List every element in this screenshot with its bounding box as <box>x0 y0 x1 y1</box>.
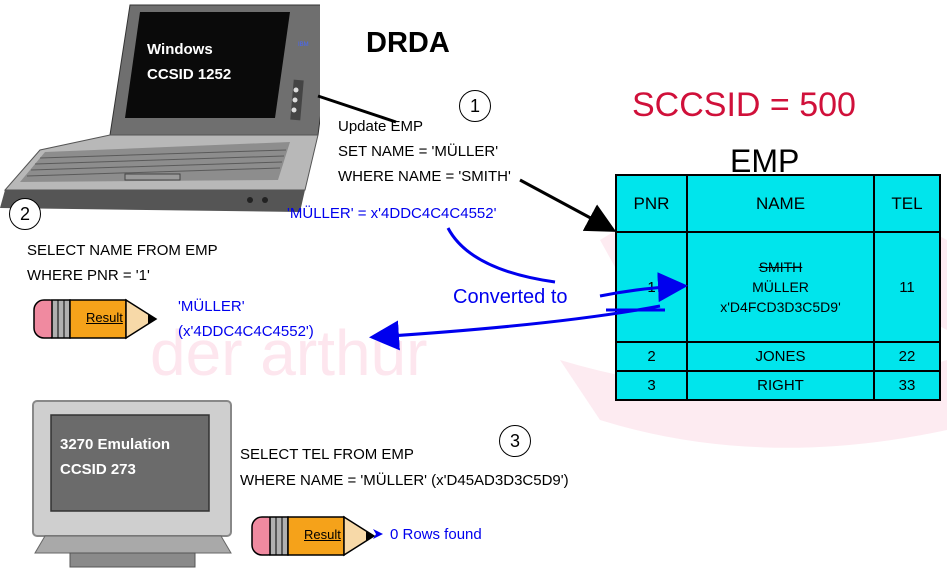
converted-label: Converted to <box>453 286 568 308</box>
row-1-name: SMITH MÜLLER x'D4FCD3D3C5D9' <box>686 231 875 343</box>
laptop-icon: IBM <box>0 4 320 212</box>
row-2-tel: 22 <box>873 341 941 372</box>
row-1-name-new: MÜLLER <box>752 279 809 295</box>
table-name: EMP <box>730 143 800 179</box>
step-2-statement: SELECT NAME FROM EMP WHERE PNR = '1' <box>27 242 218 284</box>
laptop-os: Windows <box>147 41 213 58</box>
diagram-title: DRDA <box>366 27 450 59</box>
step-1-marker: 1 <box>459 90 491 122</box>
step-3-marker: 3 <box>499 425 531 457</box>
row-1-name-hex: x'D4FCD3D3C5D9' <box>720 299 841 315</box>
step-2-result: 'MÜLLER' (x'4DDC4C4C4552') <box>178 294 314 344</box>
step-1-encoding: 'MÜLLER' = x'4DDC4C4C4552' <box>287 205 497 222</box>
col-header-tel: TEL <box>873 174 941 233</box>
step-2-result-hex: (x'4DDC4C4C4552') <box>178 323 314 340</box>
emp-table: PNR NAME TEL 1 SMITH MÜLLER x'D4FCD3D3C5… <box>615 174 941 401</box>
laptop-ccsid: CCSID 1252 <box>147 66 232 83</box>
terminal-icon <box>32 400 232 568</box>
row-2-pnr: 2 <box>615 341 688 372</box>
row-2-name: JONES <box>686 341 875 372</box>
step-2-result-label: Result <box>86 310 123 325</box>
row-1-pnr: 1 <box>615 231 688 343</box>
col-header-pnr: PNR <box>615 174 688 233</box>
terminal-screen-label: 3270 Emulation CCSID 273 <box>60 432 170 482</box>
terminal-emulation: 3270 Emulation <box>60 436 171 453</box>
step-3-result-value: 0 Rows found <box>390 526 482 543</box>
table-row: 1 SMITH MÜLLER x'D4FCD3D3C5D9' 11 <box>615 231 941 343</box>
pencil-icon-2 <box>251 515 376 557</box>
row-3-tel: 33 <box>873 370 941 401</box>
bullet-arrow-icon <box>373 529 383 539</box>
row-1-tel: 11 <box>873 231 941 343</box>
step-3-statement: SELECT TEL FROM EMP WHERE NAME = 'MÜLLER… <box>240 446 569 489</box>
step-2-result-value: 'MÜLLER' <box>178 298 245 315</box>
laptop-brand: IBM <box>298 42 309 48</box>
col-header-name: NAME <box>686 174 875 233</box>
step-1-statement: Update EMP SET NAME = 'MÜLLER' WHERE NAM… <box>338 118 511 185</box>
row-3-pnr: 3 <box>615 370 688 401</box>
row-3-name: RIGHT <box>686 370 875 401</box>
laptop-screen-label: Windows CCSID 1252 <box>147 37 231 87</box>
row-1-name-old: SMITH <box>758 259 803 275</box>
table-row: 2 JONES 22 <box>615 341 941 372</box>
terminal-ccsid: CCSID 273 <box>60 461 136 478</box>
table-row: 3 RIGHT 33 <box>615 370 941 401</box>
sccsid-label: SCCSID = 500 <box>632 86 856 124</box>
pencil-icon <box>33 298 158 340</box>
step-2-marker: 2 <box>9 198 41 230</box>
step-3-result-label: Result <box>304 527 341 542</box>
